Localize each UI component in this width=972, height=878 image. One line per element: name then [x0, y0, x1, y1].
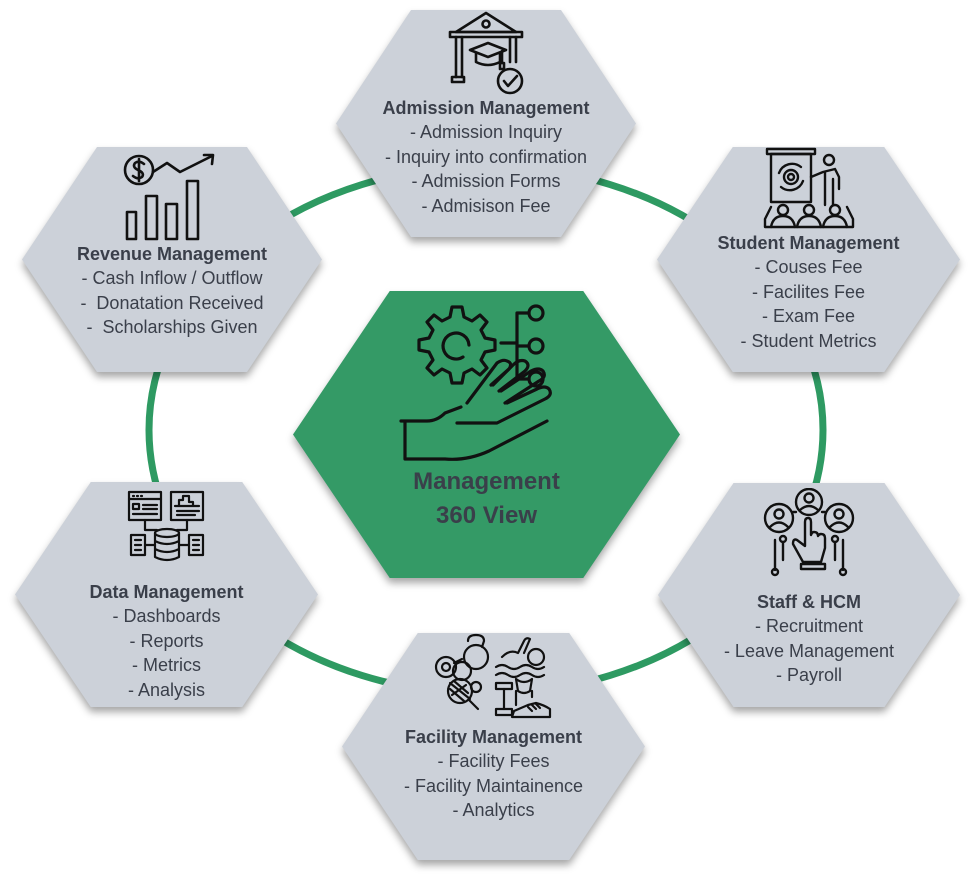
- dollar-growth-chart-icon: [122, 152, 222, 242]
- people-select-hand-icon: [763, 488, 855, 580]
- module-item: - Scholarships Given: [86, 317, 258, 337]
- module-item: - Admission Forms: [411, 171, 561, 191]
- dashboard-database-icon: [127, 490, 207, 566]
- module-title: Revenue Management: [76, 244, 268, 264]
- university-graduation-check-icon: [436, 10, 536, 96]
- revenue-management-hex[interactable]: Revenue Management - Cash Inflow / Outfl…: [22, 147, 322, 372]
- module-title: Admission Management: [382, 98, 590, 118]
- hex-shape: [15, 482, 318, 707]
- module-item: - Cash Inflow / Outflow: [81, 268, 263, 288]
- admission-management-hex[interactable]: Admission Management - Admission Inquiry…: [336, 10, 636, 237]
- staff-hcm-hex[interactable]: Staff & HCM - Recruitment - Leave Manage…: [658, 483, 960, 707]
- presentation-audience-icon: [763, 147, 855, 231]
- module-item: - Facilites Fee: [751, 281, 866, 302]
- center-title-line1: Management: [413, 468, 560, 495]
- data-management-hex[interactable]: Data Management - Dashboards - Reports -…: [15, 482, 318, 707]
- module-item: - Metrics: [132, 655, 201, 675]
- module-title: Facility Management: [404, 727, 583, 747]
- module-item: - Analysis: [127, 679, 206, 700]
- hex-shape: [22, 147, 322, 372]
- hex-shape: [657, 147, 960, 372]
- student-management-hex[interactable]: Student Management - Couses Fee - Facili…: [657, 147, 960, 372]
- module-item: - Analytics: [452, 800, 535, 820]
- module-item: - Inquiry into confirmation: [384, 146, 588, 167]
- module-item: - Payroll: [775, 665, 842, 685]
- module-title: Staff & HCM: [757, 592, 861, 612]
- module-item: - Facility Maintainence: [403, 775, 584, 796]
- gear-network-hand-icon: [397, 299, 577, 469]
- module-title: Data Management: [89, 582, 244, 602]
- module-item: - Recruitment: [754, 616, 864, 636]
- module-item: - Admission Inquiry: [409, 122, 563, 142]
- module-item: - Donatation Received: [80, 292, 264, 313]
- module-item: - Leave Management: [723, 640, 895, 661]
- sports-facility-icon: [432, 633, 556, 723]
- module-item: - Admisison Fee: [421, 195, 551, 216]
- management-360-hex[interactable]: Management 360 View: [293, 291, 680, 578]
- facility-management-hex[interactable]: Facility Management - Facility Fees - Fa…: [342, 633, 645, 860]
- center-title-line2: 360 View: [436, 502, 537, 529]
- module-item: - Couses Fee: [754, 257, 863, 277]
- module-item: - Facility Fees: [437, 751, 550, 771]
- module-item: - Dashboards: [112, 606, 221, 626]
- module-item: - Reports: [129, 630, 204, 651]
- module-title: Student Management: [717, 233, 900, 253]
- module-item: - Exam Fee: [761, 306, 856, 326]
- module-item: - Student Metrics: [740, 330, 877, 351]
